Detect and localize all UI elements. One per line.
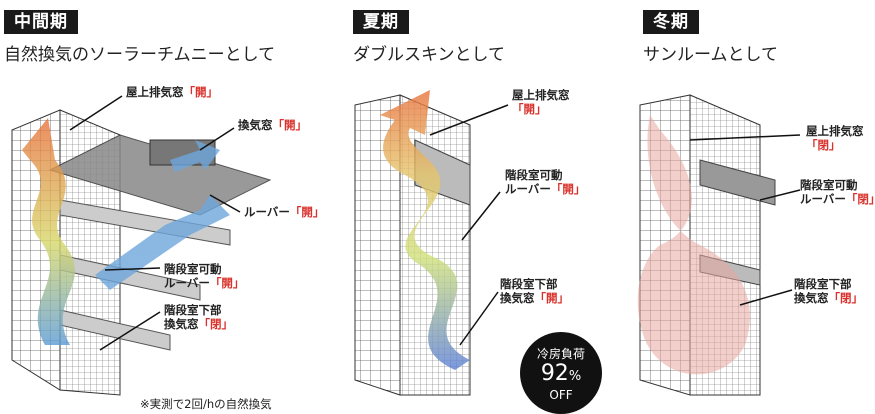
subtitle-winter: サンルームとして xyxy=(643,45,778,65)
badge-value: 92% xyxy=(540,361,582,386)
label-ventilation-window: 換気窓「開」 xyxy=(238,118,307,132)
badge-label: 冷房負荷 xyxy=(536,347,585,361)
subtitle-intermediate: 自然換気のソーラーチムニーとして xyxy=(4,45,276,65)
label-stair-lower-window: 階段室下部換気窓「閉」 xyxy=(164,303,233,331)
subtitle-summer: ダブルスキンとして xyxy=(353,45,505,65)
label-stair-movable-louver: 階段室可動ルーバー「開」 xyxy=(164,262,245,290)
measurement-note: ※実測で2回/hの自然換気 xyxy=(140,397,272,411)
leader-lines-winter xyxy=(689,134,801,306)
label-stair-lower-window: 階段室下部換気窓「開」 xyxy=(500,277,569,305)
label-roof-exhaust-window: 屋上排気窓「開」 xyxy=(512,88,570,116)
badge-off: OFF xyxy=(549,388,573,402)
season-tag-intermediate: 中間期 xyxy=(4,10,78,34)
season-tag-summer: 夏期 xyxy=(353,10,409,34)
building-intermediate xyxy=(11,109,272,396)
label-stair-movable-louver: 階段室可動ルーバー「開」 xyxy=(505,168,586,196)
leader-lines-summer xyxy=(429,104,509,346)
airflow-summer xyxy=(380,90,470,370)
cooling-load-badge: 冷房負荷 92% OFF xyxy=(520,332,602,414)
warm-air-winter xyxy=(637,115,750,375)
label-roof-exhaust-window: 屋上排気窓「開」 xyxy=(126,85,218,99)
leader-lines-intermediate xyxy=(69,95,241,351)
label-roof-exhaust-window: 屋上排気窓「閉」 xyxy=(806,124,864,152)
label-stair-lower-window: 階段室下部換気窓「閉」 xyxy=(794,277,863,305)
airflow-intermediate xyxy=(22,118,230,345)
label-louver: ルーバー「開」 xyxy=(244,205,325,219)
season-tag-winter: 冬期 xyxy=(643,10,699,34)
